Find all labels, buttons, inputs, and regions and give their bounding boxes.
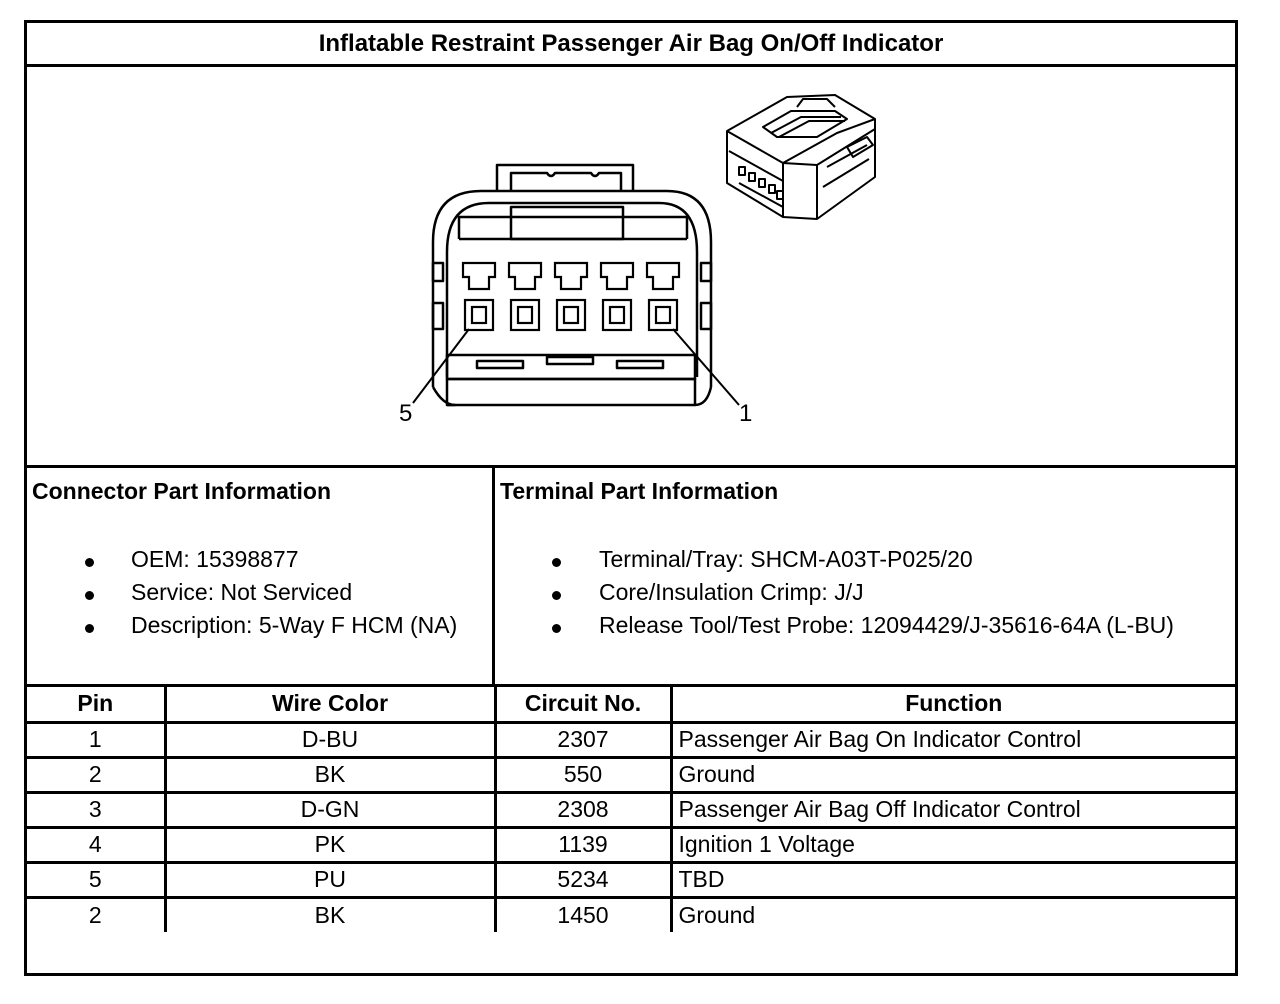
- cell-wire-color: D-GN: [163, 790, 497, 829]
- pin-1-label: 1: [739, 400, 752, 427]
- bullet-icon: [552, 558, 561, 567]
- connector-iso-view: [726, 94, 876, 220]
- pin-5-label: 5: [399, 400, 412, 427]
- bullet-icon: [85, 591, 94, 600]
- table-row: 3 D-GN 2308 Passenger Air Bag Off Indica…: [27, 790, 1235, 829]
- part-info-section: Connector Part Information OEM: 15398877…: [27, 468, 1235, 687]
- table-row: 1 D-BU 2307 Passenger Air Bag On Indicat…: [27, 720, 1235, 759]
- cell-wire-color: D-BU: [163, 720, 497, 759]
- cell-circuit-no: 2307: [493, 720, 673, 759]
- connector-part-info: Connector Part Information OEM: 15398877…: [27, 468, 495, 684]
- cell-function: TBD: [669, 860, 1235, 899]
- bullet-icon: [552, 591, 561, 600]
- connector-face-drawing: 5 1: [399, 94, 876, 427]
- col-header-function: Function: [669, 687, 1235, 724]
- col-header-pin: Pin: [27, 687, 167, 724]
- table-row: 2 BK 550 Ground: [27, 755, 1235, 794]
- bullet-icon: [85, 624, 94, 633]
- terminal-part-heading: Terminal Part Information: [500, 478, 779, 504]
- cell-function: Ground: [669, 895, 1235, 932]
- cell-wire-color: PU: [163, 860, 497, 899]
- pin-5-leader: [412, 328, 470, 404]
- cell-wire-color: BK: [163, 895, 497, 932]
- cell-wire-color: PK: [163, 825, 497, 864]
- table-row: 4 PK 1139 Ignition 1 Voltage: [27, 825, 1235, 864]
- cell-pin: 2: [27, 895, 167, 932]
- bullet-icon: [85, 558, 94, 567]
- table-row: 5 PU 5234 TBD: [27, 860, 1235, 899]
- terminal-cavity-row: [463, 298, 679, 332]
- cell-function: Ground: [669, 755, 1235, 794]
- table-row: 2 BK 1450 Ground: [27, 895, 1235, 932]
- cell-pin: 5: [27, 860, 167, 899]
- cell-pin: 2: [27, 755, 167, 794]
- cell-function: Passenger Air Bag Off Indicator Control: [669, 790, 1235, 829]
- cell-pin: 3: [27, 790, 167, 829]
- terminal-latch-row: [461, 261, 681, 291]
- pinout-table: Pin Wire Color Circuit No. Function 1 D-…: [27, 687, 1235, 932]
- terminal-part-info: Terminal Part Information Terminal/Tray:…: [500, 478, 1174, 638]
- connector-sheet: Inflatable Restraint Passenger Air Bag O…: [24, 20, 1238, 976]
- cell-pin: 4: [27, 825, 167, 864]
- cell-wire-color: BK: [163, 755, 497, 794]
- pin-1-leader: [672, 328, 740, 406]
- connector-face-outline: [431, 163, 713, 407]
- connector-part-heading: Connector Part Information: [32, 478, 332, 504]
- cell-circuit-no: 1139: [493, 825, 673, 864]
- connector-diagram: 5 1: [27, 67, 1235, 468]
- cell-circuit-no: 1450: [493, 895, 673, 932]
- cell-circuit-no: 2308: [493, 790, 673, 829]
- cell-function: Ignition 1 Voltage: [669, 825, 1235, 864]
- cell-pin: 1: [27, 720, 167, 759]
- bullet-icon: [552, 624, 561, 633]
- col-header-circuit-no: Circuit No.: [493, 687, 673, 724]
- cell-function: Passenger Air Bag On Indicator Control: [669, 720, 1235, 759]
- page-title: Inflatable Restraint Passenger Air Bag O…: [27, 23, 1235, 67]
- cell-circuit-no: 5234: [493, 860, 673, 899]
- table-header-row: Pin Wire Color Circuit No. Function: [27, 687, 1235, 724]
- cell-circuit-no: 550: [493, 755, 673, 794]
- col-header-wire-color: Wire Color: [163, 687, 497, 724]
